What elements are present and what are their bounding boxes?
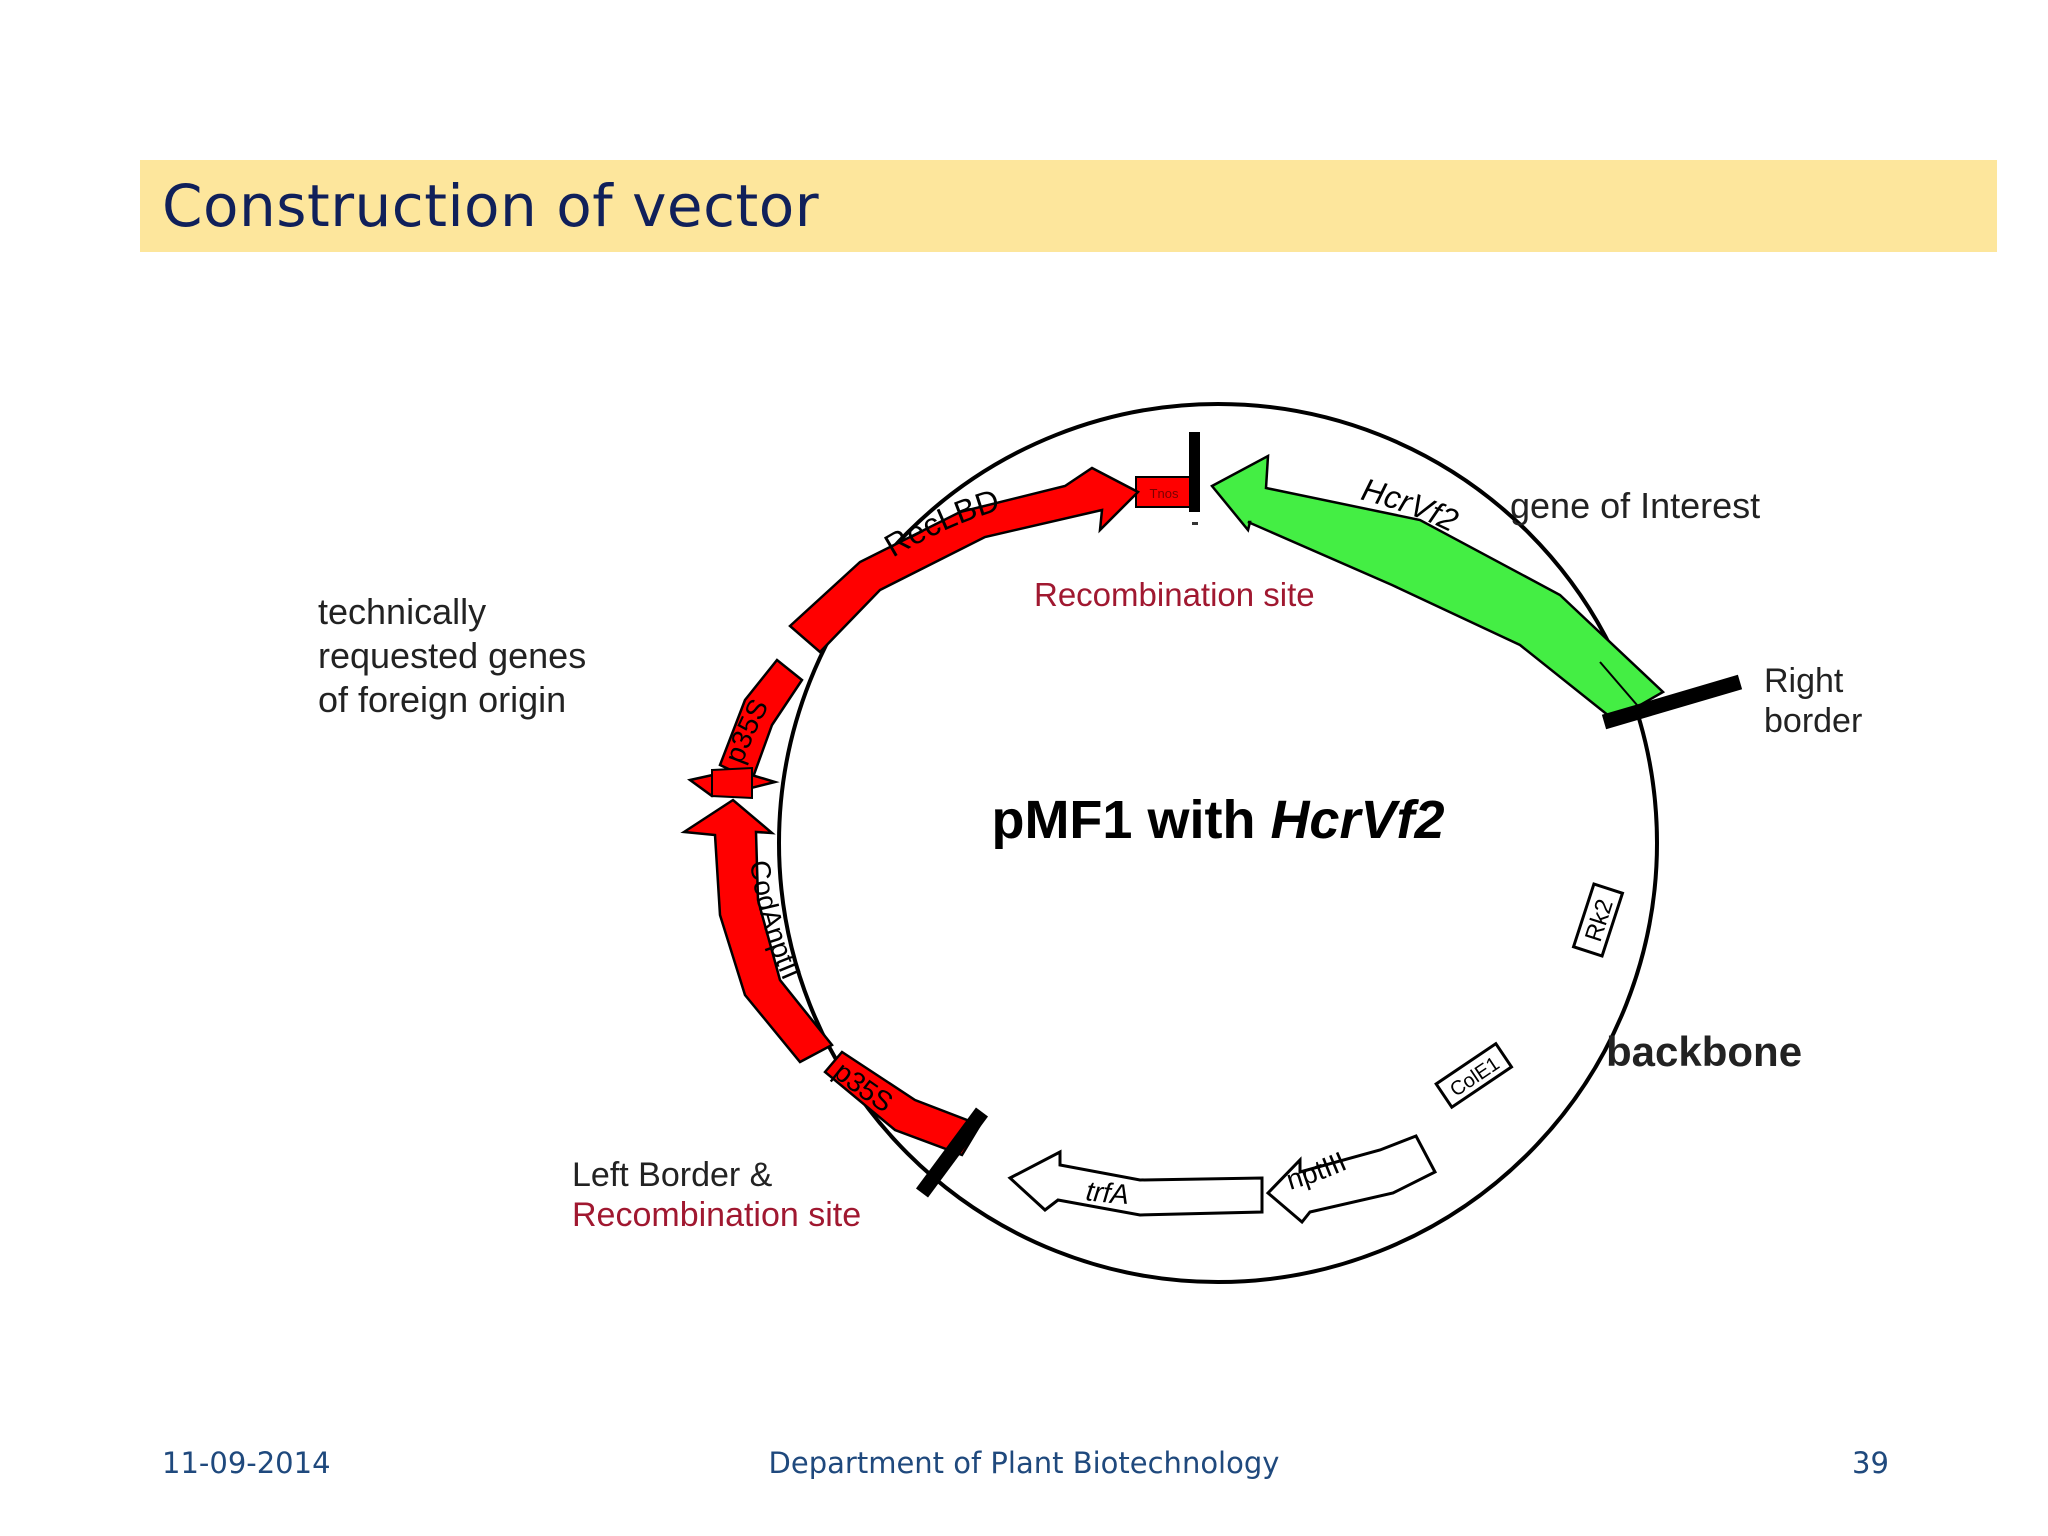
left-border-bar: [915, 1107, 989, 1198]
small-marker-body: [711, 766, 753, 800]
footer-date: 11-09-2014: [162, 1446, 331, 1480]
tnos-label: Tnos: [1150, 486, 1179, 501]
backbone-label: backbone: [1606, 1028, 1802, 1075]
technically-line3: of foreign origin: [318, 679, 566, 720]
right-border-bar: [1601, 674, 1743, 730]
footer-department: Department of Plant Biotechnology: [768, 1446, 1280, 1480]
nptiii-arrow: [1265, 1134, 1438, 1225]
gene-of-interest-label: gene of Interest: [1510, 485, 1760, 526]
trfa-textpath: trfA: [1084, 1175, 1130, 1210]
plasmid-center-title: pMF1 with HcrVf2: [991, 790, 1444, 850]
footer-page-number: 39: [1852, 1446, 1889, 1480]
rk2-box: Rk2: [1571, 882, 1625, 958]
cole1-box: ColE1: [1434, 1041, 1514, 1110]
trfa-arrow: [1007, 1149, 1264, 1217]
slide-title: Construction of vector: [162, 172, 820, 240]
left-border-line2: Recombination site: [572, 1196, 861, 1234]
technically-line1: technically: [318, 591, 486, 632]
center-title-italic: HcrVf2: [1270, 790, 1444, 850]
right-border-line2: border: [1764, 702, 1862, 740]
left-border-line1: Left Border &: [572, 1156, 773, 1194]
reclbd-arrow: [788, 466, 1141, 654]
trfa-label: trfA: [1084, 1175, 1130, 1210]
hcrvf2-divider: [1599, 661, 1638, 706]
codanptii-arrow: [680, 798, 834, 1064]
title-bar: Construction of vector: [140, 160, 1997, 252]
top-recombination-bar: [1189, 432, 1200, 512]
plasmid-backbone-circle: [777, 402, 1659, 1284]
technically-line2: requested genes: [318, 635, 586, 676]
recombination-site-label: Recombination site: [1034, 576, 1315, 613]
rk2-label: Rk2: [1580, 896, 1619, 945]
right-border-line1: Right: [1764, 662, 1844, 700]
top-bar-tick: [1192, 522, 1198, 525]
center-title-plain: pMF1 with: [991, 790, 1270, 850]
